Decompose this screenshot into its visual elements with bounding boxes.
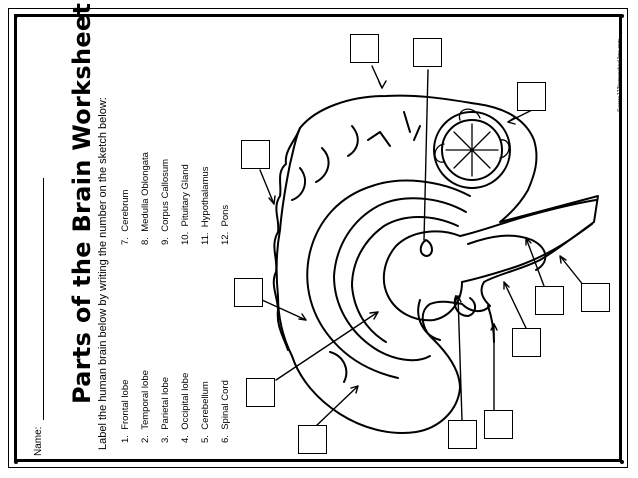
cerebellum bbox=[433, 111, 511, 189]
answer-box[interactable] bbox=[448, 420, 477, 449]
inner-border bbox=[14, 14, 622, 462]
pons bbox=[467, 234, 547, 271]
corpus-callosum bbox=[333, 197, 467, 362]
corner-dot bbox=[14, 460, 18, 464]
corner-dot bbox=[14, 14, 18, 18]
thalamus bbox=[382, 230, 463, 322]
answer-box[interactable] bbox=[241, 140, 270, 169]
outer-border bbox=[8, 8, 628, 468]
brain-outline bbox=[275, 94, 599, 435]
answer-box[interactable] bbox=[298, 425, 327, 454]
cerebrum-fold bbox=[306, 179, 471, 379]
answer-box[interactable] bbox=[535, 286, 564, 315]
brainstem bbox=[459, 199, 597, 237]
corner-dot bbox=[620, 14, 624, 18]
pituitary-gland bbox=[419, 239, 433, 257]
answer-box[interactable] bbox=[512, 328, 541, 357]
spinal-cord bbox=[487, 305, 495, 343]
answer-box[interactable] bbox=[413, 38, 442, 67]
answer-box[interactable] bbox=[517, 82, 546, 111]
answer-box[interactable] bbox=[234, 278, 263, 307]
answer-box[interactable] bbox=[350, 34, 379, 63]
leader-lines bbox=[259, 65, 593, 427]
answer-box[interactable] bbox=[246, 378, 275, 407]
answer-box[interactable] bbox=[484, 410, 513, 439]
answer-box[interactable] bbox=[581, 283, 610, 312]
corner-dot bbox=[620, 460, 624, 464]
